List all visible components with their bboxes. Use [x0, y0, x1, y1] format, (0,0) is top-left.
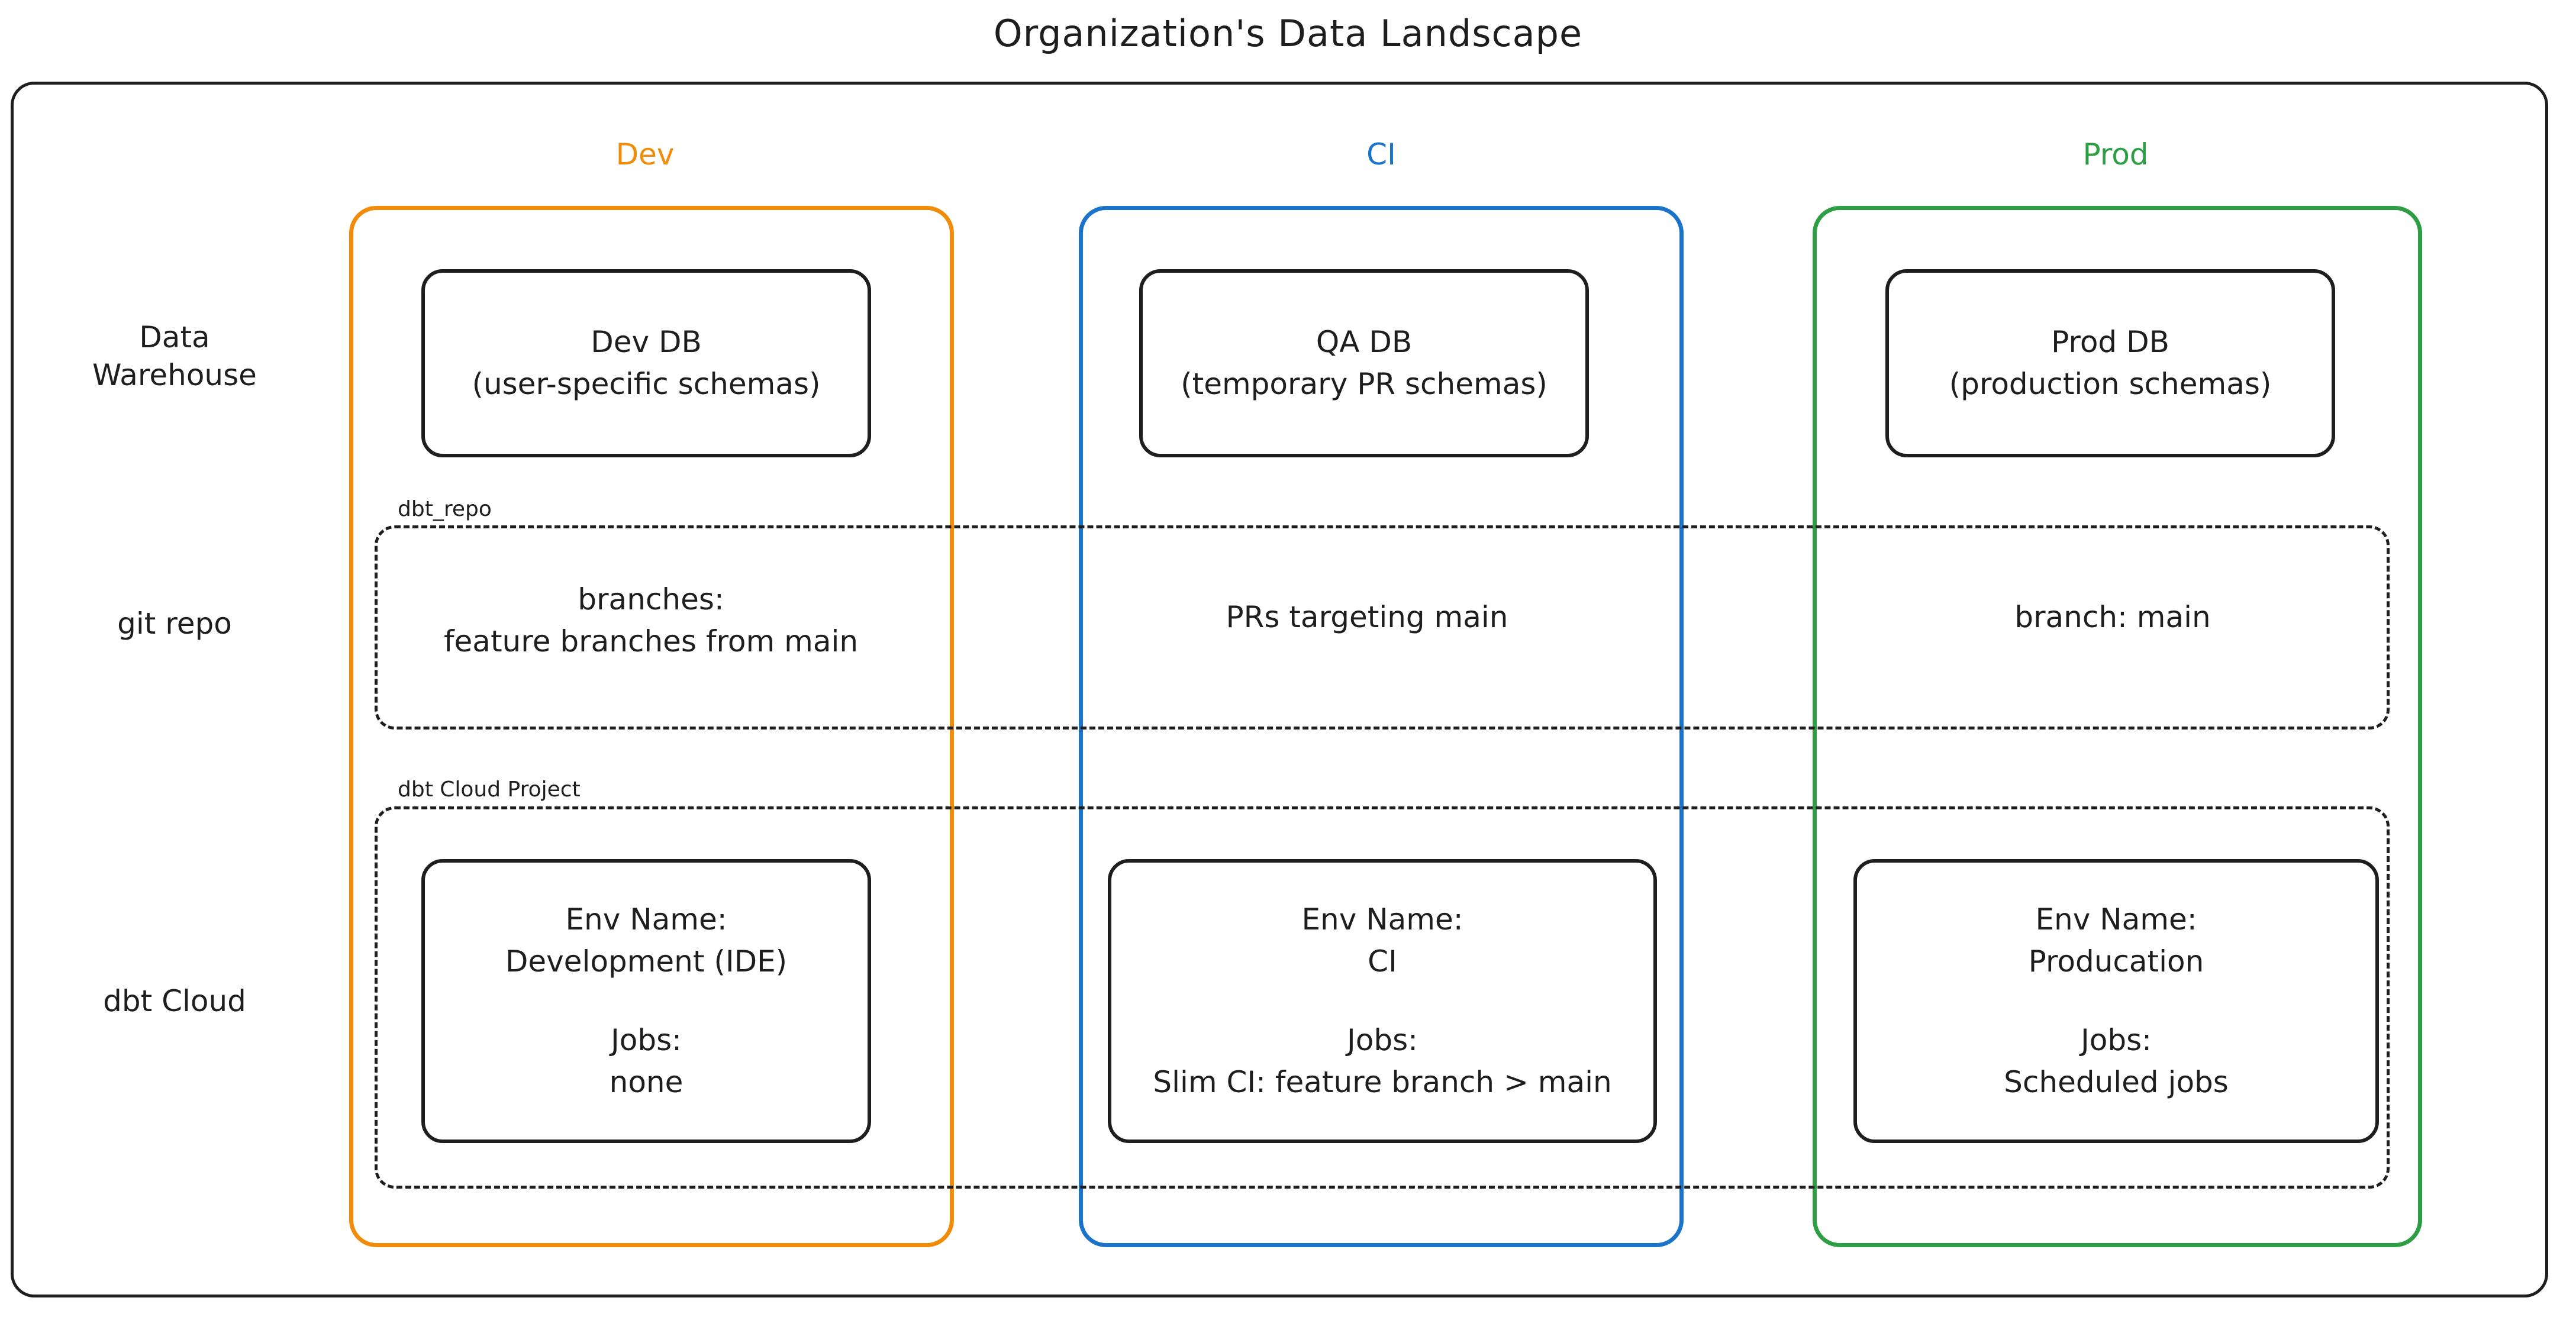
dbt-cloud-jobs-ci: Jobs: Slim CI: feature branch > main — [1153, 1023, 1612, 1099]
row-label-git-repo: git repo — [117, 606, 232, 641]
git-repo-text-ci: PRs targeting main — [1226, 600, 1508, 634]
git-repo-group-container — [375, 525, 2390, 729]
env-label-ci: CI — [1366, 137, 1396, 172]
diagram-outer-frame — [11, 82, 2548, 1297]
dbt-cloud-env-name-ci: Env Name: CI — [1301, 902, 1463, 979]
page-title: Organization's Data Landscape — [993, 12, 1583, 55]
dbt-cloud-box-dev: Env Name: Development (IDE) Jobs: none — [421, 859, 871, 1143]
dbt-cloud-jobs-dev: Jobs: none — [609, 1023, 684, 1099]
env-label-prod: Prod — [2082, 137, 2149, 172]
data-warehouse-box-dev: Dev DB (user-specific schemas) — [421, 269, 871, 457]
row-label-dbt-cloud: dbt Cloud — [103, 984, 246, 1018]
env-label-dev: Dev — [615, 137, 675, 172]
dbt-cloud-env-name-prod: Env Name: Producation — [2028, 902, 2204, 979]
dbt-cloud-group-container — [375, 806, 2390, 1189]
data-warehouse-box-prod: Prod DB (production schemas) — [1885, 269, 2335, 457]
dbt-cloud-group-label: dbt Cloud Project — [392, 777, 586, 802]
row-label-data-warehouse: Data Warehouse — [92, 320, 257, 392]
dbt-cloud-jobs-prod: Jobs: Scheduled jobs — [2004, 1023, 2229, 1099]
git-repo-text-prod: branch: main — [2014, 600, 2211, 634]
dbt-cloud-box-prod: Env Name: Producation Jobs: Scheduled jo… — [1853, 859, 2379, 1143]
dbt-cloud-box-ci: Env Name: CI Jobs: Slim CI: feature bran… — [1108, 859, 1657, 1143]
git-repo-text-dev: branches: feature branches from main — [443, 582, 859, 658]
dbt-cloud-env-name-dev: Env Name: Development (IDE) — [505, 902, 788, 979]
git-repo-group-label: dbt_repo — [392, 497, 498, 521]
data-warehouse-box-ci: QA DB (temporary PR schemas) — [1139, 269, 1589, 457]
